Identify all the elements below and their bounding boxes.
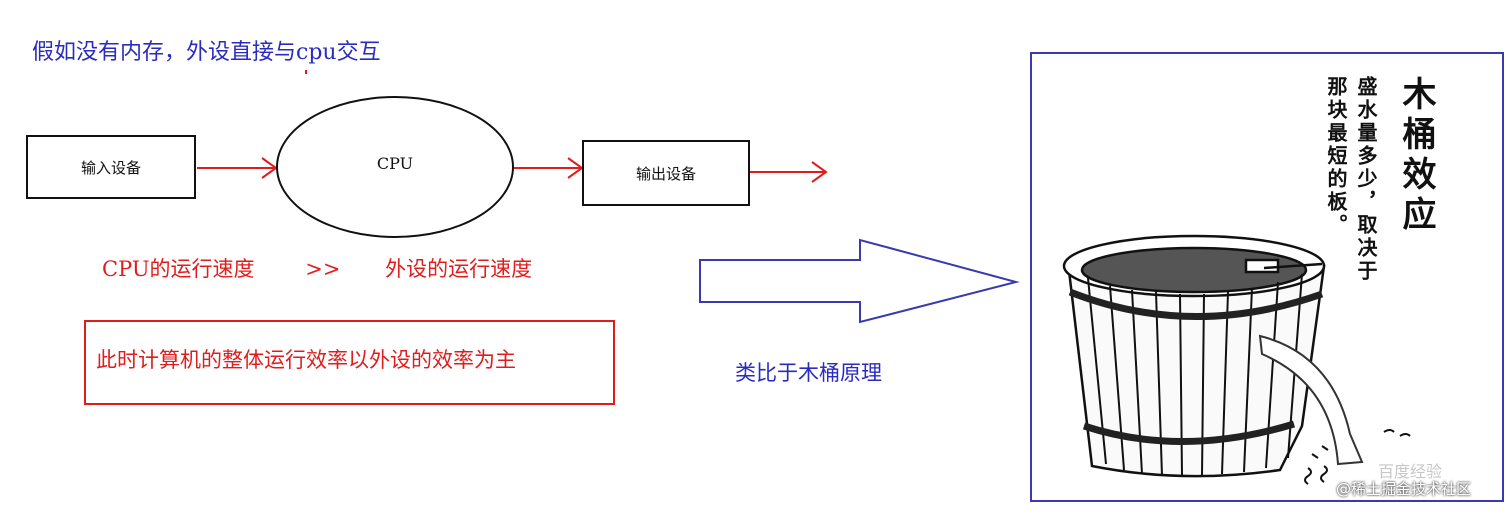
peripheral-speed-text: 外设的运行速度: [385, 257, 533, 281]
arrow-input-to-cpu: [197, 157, 278, 179]
bucket-illustration: 木桶效应 盛水量多少，取决于 那块最短的板。: [1030, 52, 1504, 502]
cpu-ellipse: CPU: [276, 96, 514, 238]
juejin-watermark: @稀土掘金技术社区: [1336, 480, 1472, 498]
conclusion-text: 此时计算机的整体运行效率以外设的效率为主: [96, 348, 516, 372]
illustration-caption-1: 盛水量多少，取决于: [1354, 76, 1378, 283]
cpu-label: CPU: [376, 154, 414, 173]
page-title: 假如没有内存，外设直接与cpu交互: [32, 40, 381, 65]
arrow-output-out: [750, 161, 828, 183]
arrow-cpu-to-output: [514, 157, 584, 179]
input-device-box: 输入设备: [26, 135, 196, 199]
cpu-speed-text: CPU的运行速度: [102, 257, 255, 281]
illustration-caption-2: 那块最短的板。: [1324, 76, 1348, 237]
greater-than-operator: >>: [305, 257, 341, 281]
overlay-watermark: 百度经验: [1378, 462, 1443, 481]
output-device-box: 输出设备: [582, 140, 750, 206]
input-device-label: 输入设备: [80, 158, 141, 177]
analogy-arrow: [699, 238, 1020, 324]
output-device-label: 输出设备: [635, 164, 696, 183]
illustration-title: 木桶效应: [1396, 76, 1436, 236]
analogy-label: 类比于木桶原理: [735, 361, 882, 385]
conclusion-box: 此时计算机的整体运行效率以外设的效率为主: [84, 320, 615, 405]
wooden-bucket-drawing: [1062, 234, 1411, 485]
speed-comparison: CPU的运行速度 >> 外设的运行速度: [102, 253, 532, 283]
